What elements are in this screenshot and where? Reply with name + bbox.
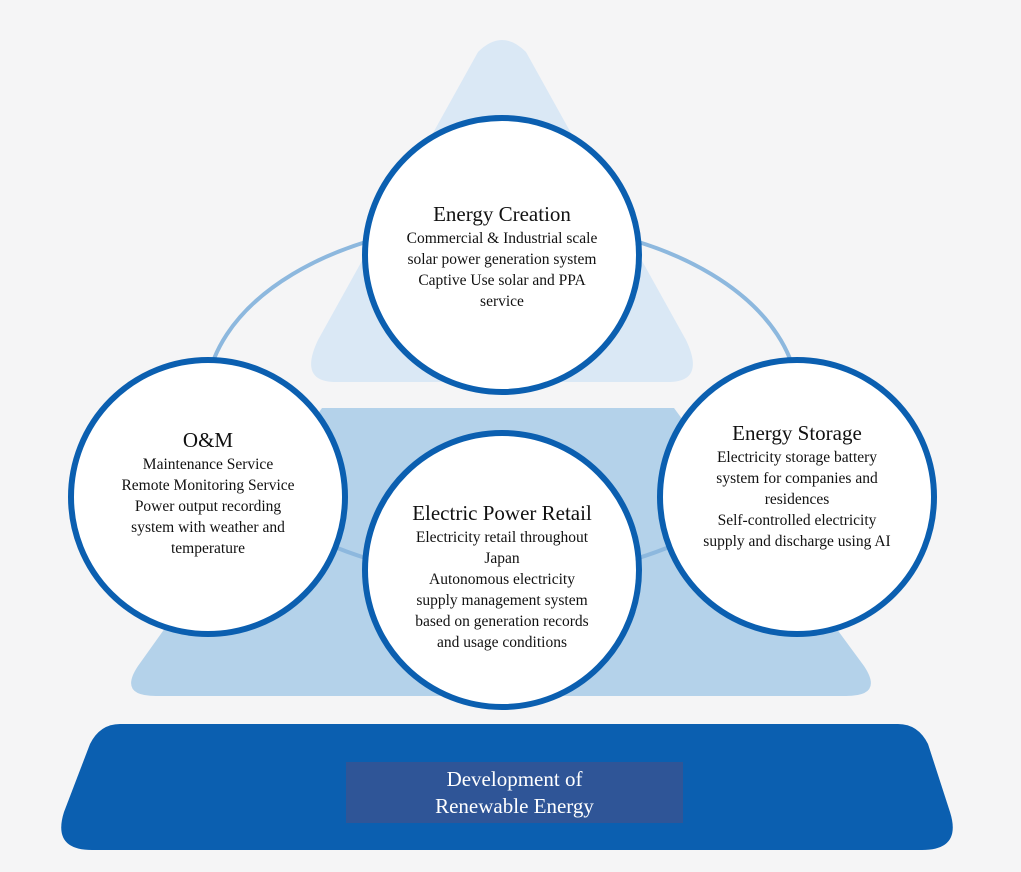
om-line: temperature — [170, 540, 245, 557]
om-line: Power output recording — [134, 498, 282, 515]
energy-storage-line: Electricity storage battery — [716, 449, 878, 466]
power-retail-line: Electricity retail throughout — [415, 528, 589, 546]
power-retail-line: Autonomous electricity — [429, 570, 575, 588]
energy-storage-line: system for companies and — [716, 470, 878, 487]
om-title: O&M — [182, 428, 234, 452]
energy-creation-circle — [362, 115, 642, 395]
energy-storage-line: supply and discharge using AI — [703, 533, 891, 550]
energy-storage-line: residences — [764, 491, 830, 508]
om-line: system with weather and — [131, 519, 285, 536]
energy-storage-circle — [657, 357, 937, 637]
energy-creation-line: service — [480, 292, 524, 310]
energy-storage-line: Self-controlled electricity — [717, 512, 877, 529]
base-label: Development of Renewable Energy — [346, 762, 683, 823]
base-label-line: Development of — [446, 766, 583, 791]
energy-creation-line: solar power generation system — [407, 250, 597, 268]
power-retail-line: based on generation records — [415, 612, 589, 630]
om-circle — [68, 357, 348, 637]
energy-creation-node: Energy Creation Commercial & Industrial … — [382, 196, 622, 316]
power-retail-line: supply management system — [416, 591, 588, 609]
energy-storage-title: Energy Storage — [732, 421, 862, 445]
power-retail-circle — [362, 430, 642, 710]
base-label-line: Renewable Energy — [435, 793, 594, 818]
om-node: O&M Maintenance Service Remote Monitorin… — [88, 425, 328, 561]
energy-creation-title: Energy Creation — [433, 201, 571, 226]
power-retail-line: Japan — [484, 549, 520, 567]
energy-creation-line: Captive Use solar and PPA — [418, 271, 586, 289]
om-line: Remote Monitoring Service — [121, 477, 295, 494]
power-retail-line: and usage conditions — [436, 633, 567, 651]
om-line: Maintenance Service — [142, 456, 274, 473]
power-retail-node: Electric Power Retail Electricity retail… — [382, 498, 622, 654]
power-retail-title: Electric Power Retail — [412, 500, 592, 525]
energy-storage-node: Energy Storage Electricity storage batte… — [677, 418, 917, 554]
energy-creation-line: Commercial & Industrial scale — [406, 229, 598, 247]
